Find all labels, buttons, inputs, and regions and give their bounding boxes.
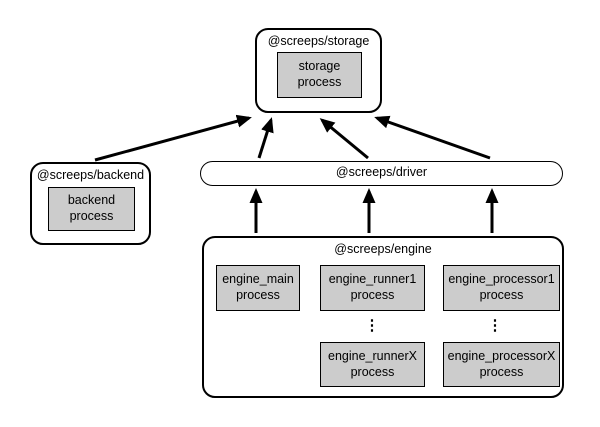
backend-package-title: @screeps/backend xyxy=(36,168,145,182)
storage-process-box: storage process xyxy=(277,52,362,98)
driver-package-title: @screeps/driver xyxy=(335,165,428,179)
engine-processorX-process-box: engine_processorX process xyxy=(443,342,560,387)
engine-package: @screeps/engine engine_main process engi… xyxy=(202,236,564,398)
engine-package-title: @screeps/engine xyxy=(334,242,432,256)
arrow-driver-to-storage-middle xyxy=(319,118,369,160)
engine-runnerX-process-box: engine_runnerX process xyxy=(320,342,425,387)
storage-package-title: @screeps/storage xyxy=(267,34,370,48)
engine-processor1-process-box: engine_processor1 process xyxy=(443,265,560,311)
engine-runner1-process-box: engine_runner1 process xyxy=(320,265,425,311)
engine-main-process-box: engine_main process xyxy=(216,265,300,311)
storage-package: @screeps/storage storage process xyxy=(255,28,382,113)
arrow-driver-to-storage-left xyxy=(257,117,274,159)
runner-vertical-ellipsis-icon: ⋮ xyxy=(364,317,380,334)
arrow-backend-to-storage xyxy=(94,114,252,162)
backend-package: @screeps/backend backend process xyxy=(30,162,151,245)
driver-package: @screeps/driver xyxy=(200,161,563,186)
arrow-driver-to-storage-right xyxy=(374,115,491,160)
processor-vertical-ellipsis-icon: ⋮ xyxy=(487,317,503,334)
backend-process-box: backend process xyxy=(48,187,135,231)
